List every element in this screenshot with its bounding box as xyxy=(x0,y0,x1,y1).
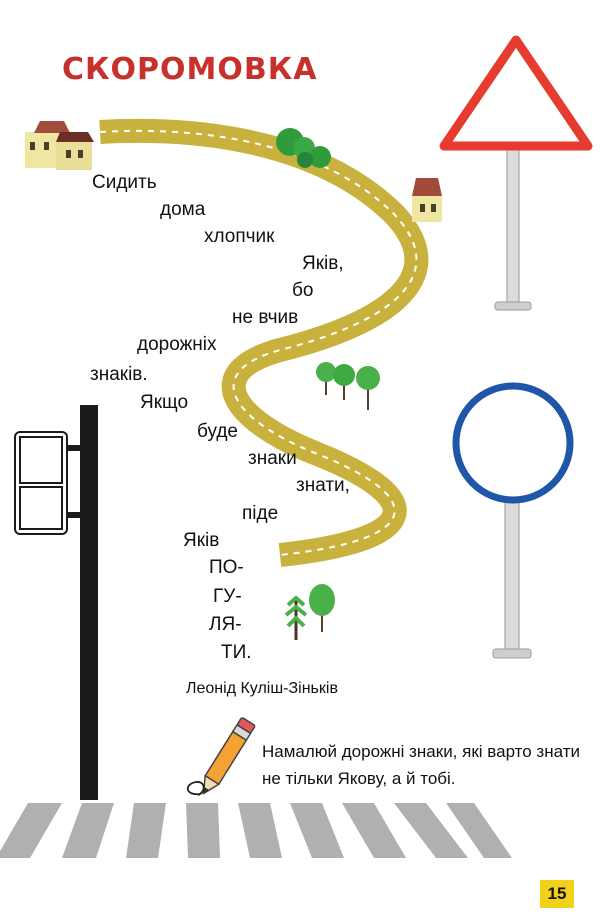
poem-line: ГУ- xyxy=(213,586,242,607)
poem-line: знаки xyxy=(248,448,297,469)
page-number: 15 xyxy=(540,880,574,908)
house-icon xyxy=(412,178,442,222)
poem-line: Сидить xyxy=(92,172,157,193)
poem-line: ЛЯ- xyxy=(209,614,242,635)
crosswalk-icon xyxy=(0,803,512,858)
poem-line: бо xyxy=(292,280,314,301)
poem-line: не вчив xyxy=(232,307,299,328)
tree-icon xyxy=(316,362,380,410)
poem-line: дома xyxy=(160,199,206,220)
poem-line: Яків, xyxy=(302,253,344,274)
poem-line: ТИ. xyxy=(221,642,252,663)
poem-line: дорожніх xyxy=(137,334,217,355)
poem-line: ПО- xyxy=(209,557,244,578)
poem-line: буде xyxy=(197,421,238,442)
page-title: СКОРОМОВКА xyxy=(62,52,318,87)
bush-icon xyxy=(276,128,331,168)
tree-icon xyxy=(284,584,335,640)
poem-line: хлопчик xyxy=(204,226,275,247)
task-instruction: Намалюй дорожні знаки, які варто знати н… xyxy=(262,742,580,788)
triangle-warning-sign-icon xyxy=(439,35,593,311)
traffic-light-icon xyxy=(14,405,98,800)
poem-author: Леонід Куліш-Зіньків xyxy=(186,680,338,697)
pencil-icon xyxy=(186,717,256,796)
house-icon xyxy=(25,121,94,170)
round-sign-icon xyxy=(452,382,574,659)
poem-line: знати, xyxy=(296,475,350,496)
poem-line: знаків. xyxy=(90,364,148,385)
poem-line: Якщо xyxy=(140,392,189,413)
poem-line: піде xyxy=(242,503,279,524)
poem-line: Яків xyxy=(183,530,220,551)
